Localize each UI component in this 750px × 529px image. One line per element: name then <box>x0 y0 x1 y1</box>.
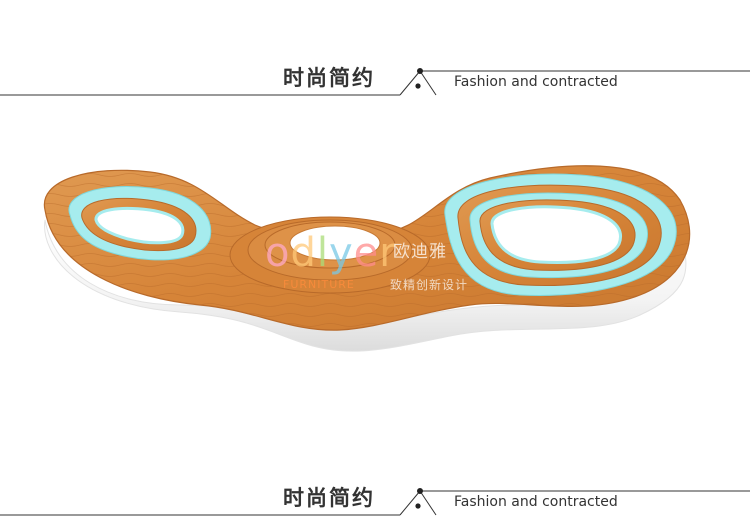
rule-dot-icon <box>417 68 423 74</box>
rule-dot-icon <box>417 488 423 494</box>
footer-title-cn: 时尚简约 <box>283 486 375 510</box>
section-title-cn: 时尚简约 <box>283 66 375 90</box>
header-rule <box>0 68 750 96</box>
left-hole <box>94 206 185 245</box>
top-header: 时尚简约 Fashion and contracted <box>0 48 750 108</box>
figure-eight-sofa-illustration <box>43 165 691 352</box>
section-title-en: Fashion and contracted <box>454 74 618 90</box>
center-hole <box>289 225 381 261</box>
footer-title-en: Fashion and contracted <box>454 494 618 510</box>
footer-rule <box>0 488 750 516</box>
right-hole <box>490 205 622 264</box>
rule-dot-icon <box>415 503 421 509</box>
bottom-header: 时尚简约 Fashion and contracted <box>0 468 750 528</box>
product-image: odlyer 欧迪雅 FURNITURE 致精创新设计 <box>0 100 750 460</box>
rule-dot-icon <box>415 83 421 89</box>
